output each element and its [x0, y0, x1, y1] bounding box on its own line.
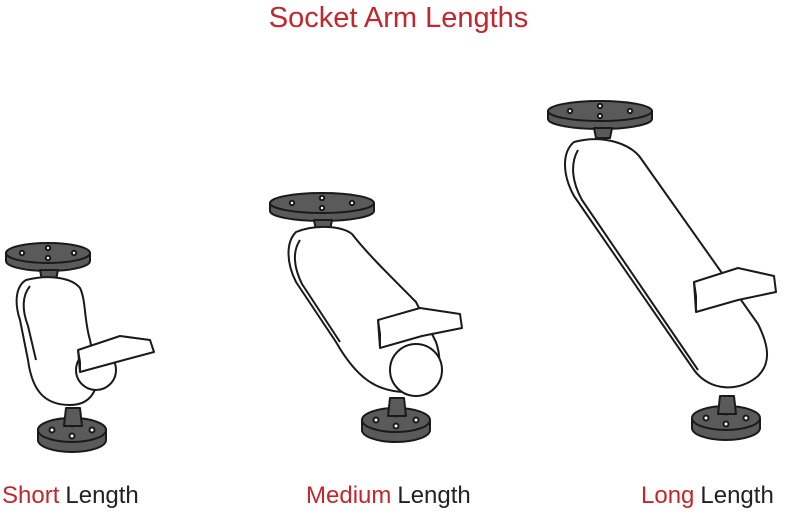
label-long-accent: Long	[641, 482, 695, 509]
ball-mount-long-icon	[547, 100, 777, 441]
ball-mount-medium-icon	[269, 192, 463, 443]
label-medium-accent: Medium	[306, 482, 392, 509]
ball-mount-short-icon	[5, 242, 155, 453]
label-short-rest: Length	[65, 482, 139, 509]
label-short-accent: Short	[2, 482, 60, 509]
page-title: Socket Arm Lengths	[268, 2, 529, 34]
label-medium-rest: Length	[397, 482, 471, 509]
label-long-rest: Length	[700, 482, 774, 509]
